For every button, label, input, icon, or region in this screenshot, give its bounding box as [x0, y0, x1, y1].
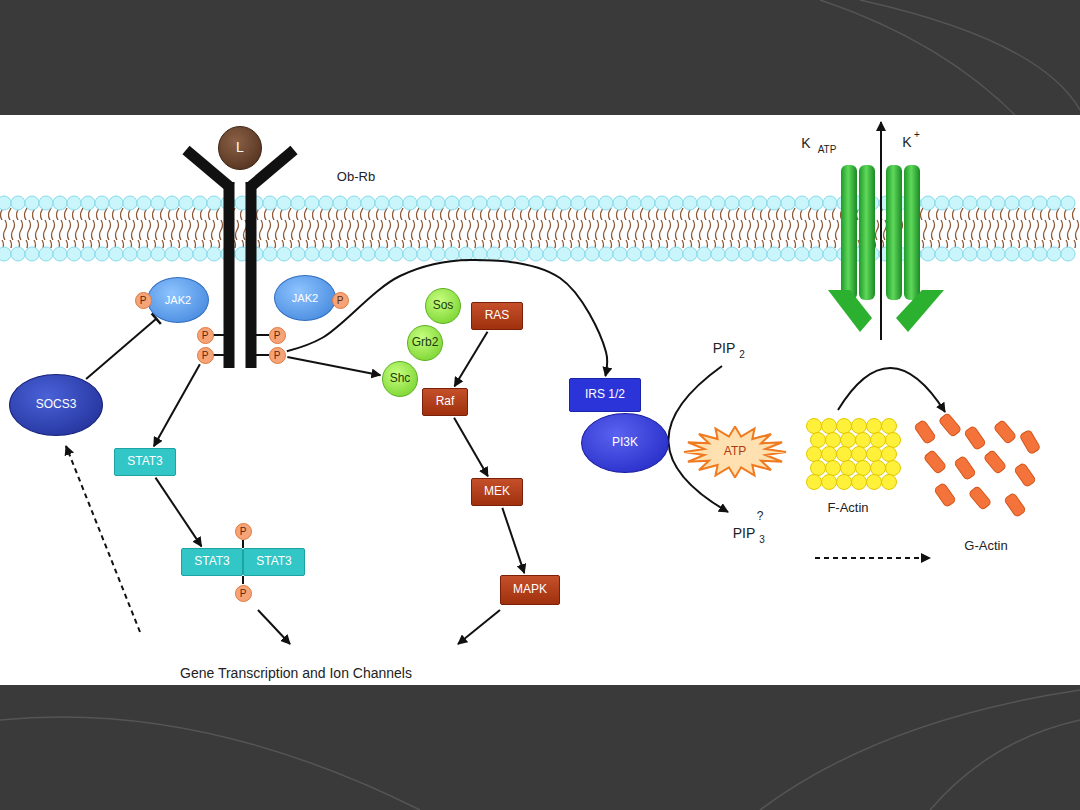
node-label: Sos: [433, 299, 454, 312]
node-label: P: [202, 350, 209, 361]
signal-arrow: [287, 357, 380, 375]
channel-subscript: ATP: [818, 145, 837, 155]
suppressor-ellipse: SOCS3: [9, 374, 103, 436]
kinase-box: MAPK: [500, 575, 560, 605]
node-label: P: [240, 588, 247, 599]
node-label: P: [140, 295, 147, 306]
outcome-label: Gene Transcription and Ion Channels: [180, 666, 412, 680]
kinase-box: MEK: [471, 478, 523, 506]
phosphate-circle: P: [235, 523, 252, 540]
node-label: P: [274, 330, 281, 341]
content-panel: [0, 115, 1080, 685]
lipid-name: PIP: [713, 341, 736, 355]
node-label: ATP: [724, 445, 746, 458]
channel-name: K: [801, 136, 810, 150]
stat-box: STAT3: [181, 548, 243, 576]
node-label: STAT3: [256, 555, 292, 568]
phosphate-circle: P: [269, 327, 286, 344]
node-label: STAT3: [194, 555, 230, 568]
node-label: P: [202, 330, 209, 341]
kinase-ellipse: JAK2: [147, 277, 209, 323]
actin-label: F-Actin: [827, 501, 868, 514]
node-label: P: [337, 295, 344, 306]
node-label: JAK2: [165, 294, 191, 306]
signal-arrow: [287, 260, 607, 376]
node-label: MAPK: [513, 583, 547, 596]
kinase-box: RAS: [471, 302, 523, 330]
node-label: MEK: [484, 485, 510, 498]
node-label: Shc: [390, 372, 411, 385]
phosphate-circle: P: [135, 292, 152, 309]
phosphate-circle: P: [197, 347, 214, 364]
phospho-links: [213, 335, 269, 584]
phosphate-circle: P: [197, 327, 214, 344]
signal-arrow: [455, 332, 488, 387]
node-label: P: [274, 350, 281, 361]
signal-arrow: [502, 508, 524, 573]
node-label: IRS 1/2: [585, 388, 625, 401]
adaptor-circle: Sos: [425, 288, 461, 324]
signal-arrow: [155, 478, 201, 547]
adaptor-circle: Grb2: [407, 325, 443, 361]
kinase-box: Raf: [422, 388, 468, 416]
substrate-box: IRS 1/2: [569, 378, 641, 412]
kinase-ellipse: PI3K: [581, 413, 669, 473]
ligand-circle: L: [218, 126, 262, 170]
uncertainty-mark: ?: [757, 510, 764, 522]
kinase-ellipse: JAK2: [274, 275, 336, 321]
receptor: [186, 150, 294, 368]
node-label: L: [236, 140, 244, 155]
ion-charge: +: [914, 130, 920, 140]
signal-arrow: [454, 418, 488, 477]
node-label: Raf: [436, 395, 455, 408]
adaptor-circle: Shc: [382, 361, 418, 397]
node-label: STAT3: [127, 455, 163, 468]
signal-arrow: [154, 364, 200, 446]
node-label: JAK2: [292, 292, 318, 304]
phosphate-circle: P: [269, 347, 286, 364]
actin-label: G-Actin: [964, 539, 1007, 552]
lipid-name: PIP: [733, 526, 756, 540]
phosphate-circle: P: [332, 292, 349, 309]
node-label: P: [240, 526, 247, 537]
node-label: SOCS3: [36, 398, 77, 411]
ion-name: K: [902, 135, 911, 149]
pathway-arrows: [66, 366, 945, 644]
node-label: RAS: [485, 309, 510, 322]
stat-box: STAT3: [243, 548, 305, 576]
actin: [807, 413, 1041, 518]
lipid-subscript: 3: [759, 535, 765, 545]
node-label: PI3K: [612, 436, 638, 449]
phosphate-circle: P: [235, 585, 252, 602]
atp-starburst: ATP: [683, 426, 787, 478]
lipid-subscript: 2: [739, 350, 745, 360]
receptor-name: Ob-Rb: [337, 170, 375, 183]
node-label: Grb2: [412, 336, 439, 349]
inhibition-line: [86, 319, 156, 379]
stat-box: STAT3: [114, 448, 176, 476]
katp-channel: [828, 122, 944, 340]
